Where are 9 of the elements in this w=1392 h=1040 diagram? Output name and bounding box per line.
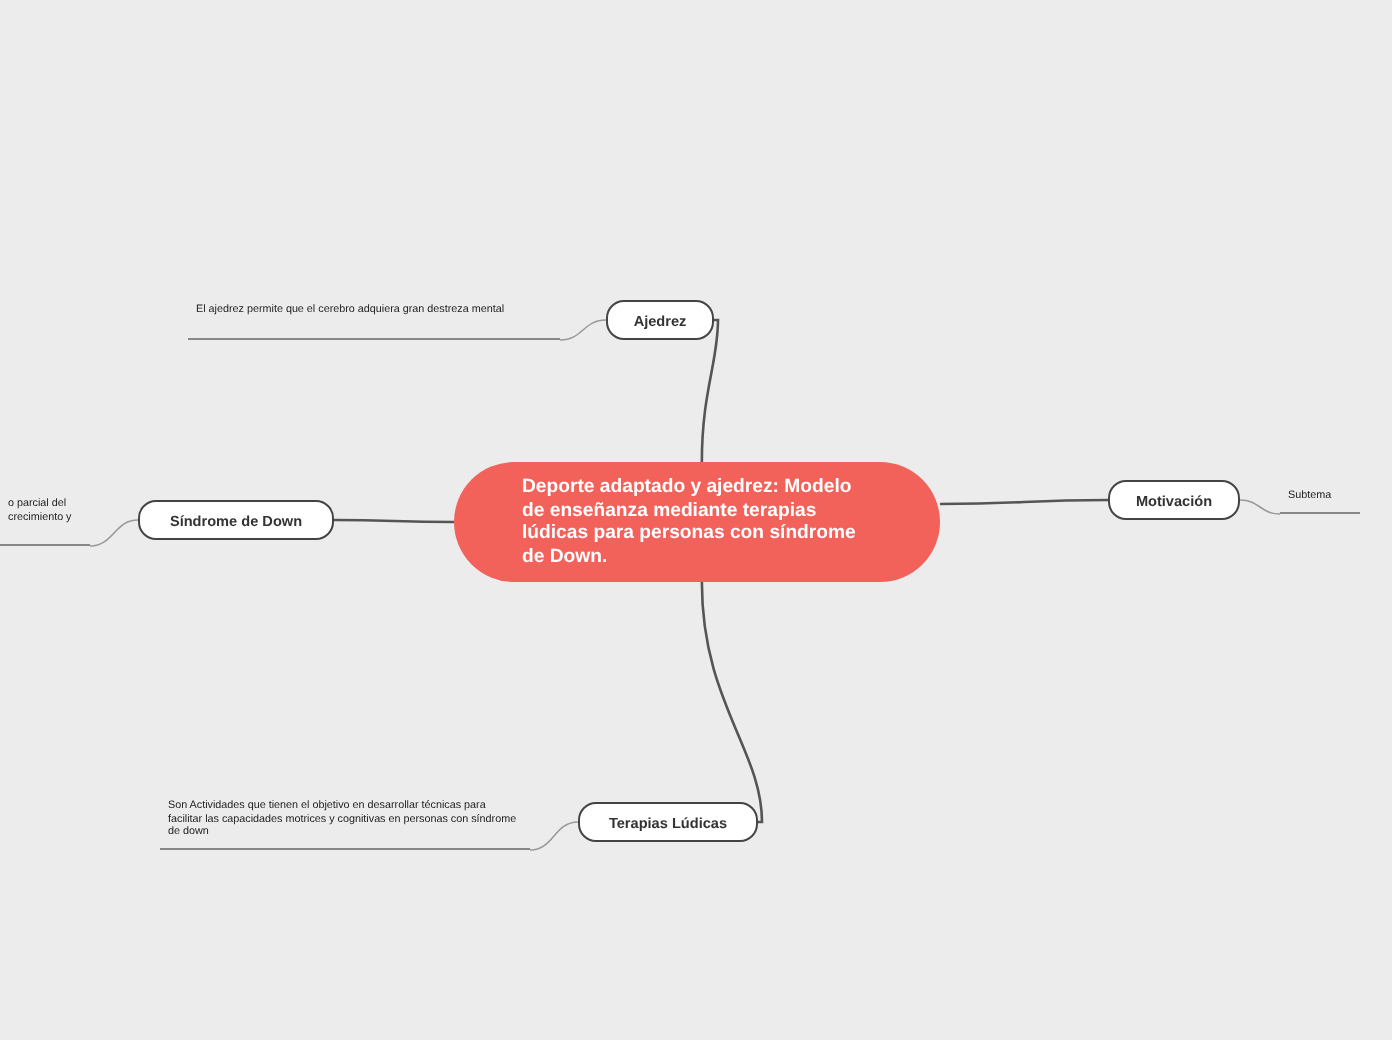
connector-line	[89, 519, 139, 547]
connector-line	[700, 581, 764, 824]
connector-line	[700, 318, 720, 463]
connector-line	[529, 821, 579, 851]
connector-line	[334, 518, 454, 524]
connector-line	[559, 319, 607, 341]
connector-line	[940, 498, 1108, 506]
connector-line	[1239, 499, 1281, 515]
central-topic: Deporte adaptado y ajedrez: Modelo de enseñanza mediante terapias lúdicas para personas con síndrome de Down.	[454, 462, 940, 582]
